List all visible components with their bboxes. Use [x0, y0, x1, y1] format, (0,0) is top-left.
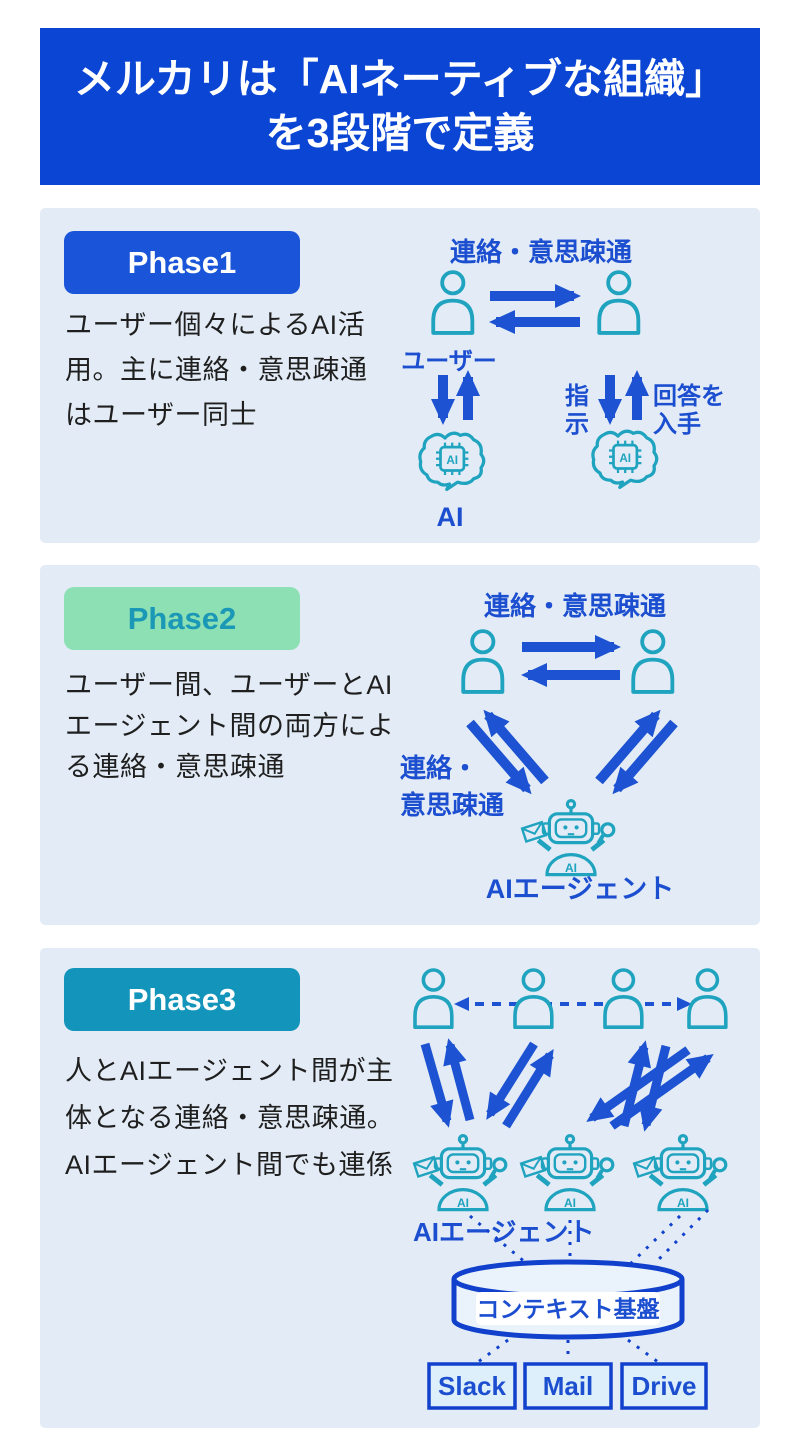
phase2-panel: Phase2 ユーザー間、ユーザーとAI エージェント間の両方によ る連絡・意思…	[40, 565, 760, 925]
service-label-mail: Mail	[543, 1371, 594, 1401]
service-label-drive: Drive	[631, 1371, 696, 1401]
ai-agent-robot-icon	[414, 1136, 506, 1211]
ai-agent-robot-icon	[634, 1136, 726, 1211]
title-banner: メルカリは「AIネーティブな組織」 を3段階で定義	[40, 28, 760, 185]
ai-brain-icon	[418, 431, 486, 492]
user-icon	[413, 968, 454, 1029]
phase1-desc-line: 用。主に連絡・意思疎通	[65, 355, 368, 385]
context-db-label: コンテキスト基盤	[476, 1296, 660, 1322]
service-box-slack: Slack	[427, 1362, 517, 1410]
phase1-badge: Phase1	[64, 231, 300, 294]
user-icon	[513, 968, 554, 1029]
phase2-communication-label: 連絡・意思疎通	[484, 591, 666, 621]
phase1-desc-line: ユーザー個々によるAI活	[65, 310, 366, 340]
user-icon	[431, 270, 475, 335]
phase2-desc-line: ユーザー間、ユーザーとAI	[65, 670, 393, 700]
user-to-user-arrows	[489, 284, 581, 334]
phase2-agent-label: AIエージェント	[486, 874, 674, 904]
phase1-instruction-label: 示	[565, 411, 589, 438]
phase3-desc-line: AIエージェント間でも連係	[65, 1150, 394, 1180]
phase3-agent-label: AIエージェント	[413, 1217, 594, 1247]
service-label-slack: Slack	[438, 1371, 506, 1401]
user-icon	[603, 968, 644, 1029]
phase2-desc-line: る連絡・意思疎通	[65, 752, 285, 782]
phase2-side-communication-label: 意思疎通	[400, 790, 504, 820]
phase1-instruction-label: 指	[565, 383, 589, 410]
user-to-ai-arrows	[431, 370, 480, 425]
user-icon	[461, 629, 505, 694]
user-to-user-arrows	[521, 635, 621, 687]
user-agent-arrows	[466, 709, 678, 795]
phase3-panel: Phase3 人とAIエージェント間が主 体となる連絡・意思疎通。 AIエージェ…	[40, 948, 760, 1428]
phase2-description: ユーザー間、ユーザーとAI エージェント間の両方によ る連絡・意思疎通	[65, 665, 394, 788]
ai-agent-robot-icon	[522, 801, 614, 876]
phase3-description: 人とAIエージェント間が主 体となる連絡・意思疎通。 AIエージェント間でも連係	[65, 1048, 394, 1189]
phase1-ai-label: AI	[437, 502, 464, 532]
agent-to-db-dashed-lines	[469, 1208, 710, 1270]
phase3-badge: Phase3	[64, 968, 300, 1031]
title-line-1: メルカリは「AIネーティブな組織」	[73, 55, 727, 102]
phase2-side-communication-label: 連絡・	[400, 753, 478, 783]
phase1-answer-label: 入手	[653, 410, 701, 438]
service-box-drive: Drive	[620, 1362, 708, 1410]
phase3-desc-line: 体となる連絡・意思疎通。	[65, 1103, 395, 1133]
user-icon	[687, 968, 728, 1029]
phase2-badge: Phase2	[64, 587, 300, 650]
service-box-mail: Mail	[523, 1362, 613, 1410]
phase1-description: ユーザー個々によるAI活 用。主に連絡・意思疎通 はユーザー同士	[65, 303, 368, 438]
phase1-desc-line: はユーザー同士	[65, 400, 257, 430]
phase3-desc-line: 人とAIエージェント間が主	[65, 1056, 394, 1086]
phase2-desc-line: エージェント間の両方によ	[65, 711, 395, 741]
user-agent-arrows	[420, 1038, 714, 1132]
context-database-icon: コンテキスト基盤	[451, 1259, 685, 1340]
db-to-service-dashed-lines	[477, 1338, 659, 1364]
phase1-communication-label: 連絡・意思疎通	[450, 237, 632, 267]
user-icon	[597, 270, 641, 335]
user-icon	[631, 629, 675, 694]
title-line-2: を3段階で定義	[265, 110, 535, 156]
phase1-panel: Phase1 ユーザー個々によるAI活 用。主に連絡・意思疎通 はユーザー同士 …	[40, 208, 760, 543]
instruction-answer-arrows	[598, 370, 649, 425]
phase1-user-label: ユーザー	[401, 348, 497, 375]
ai-brain-icon	[591, 429, 659, 490]
phase1-answer-label: 回答を	[653, 382, 725, 410]
ai-agent-robot-icon	[521, 1136, 613, 1211]
